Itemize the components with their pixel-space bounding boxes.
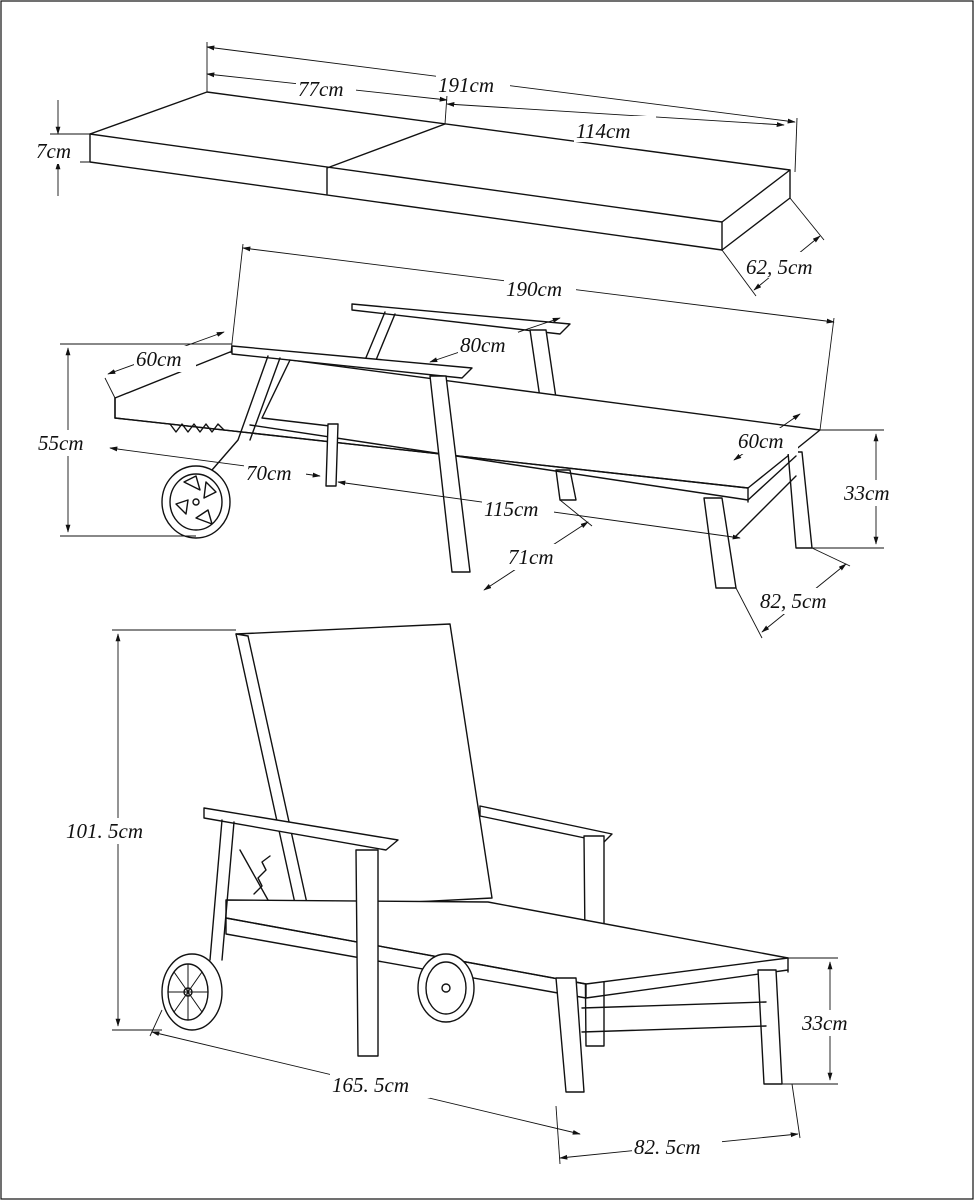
dim-label-flat-overall-width: 82, 5cm [760, 589, 827, 613]
wheel-icon [161, 465, 231, 539]
dimension-labels: 191cm 77cm 114cm 7cm 62, 5cm 190cm 80cm … [34, 70, 904, 1160]
dim-label-cushion-thickness: 7cm [36, 139, 71, 163]
dim-label-cushion-length: 191cm [438, 73, 494, 97]
lounger-reclined-drawing [161, 623, 789, 1093]
dim-label-reclined-seat-height: 33cm [801, 1011, 848, 1035]
cushion-drawing [89, 91, 791, 251]
dim-label-flat-seat: 115cm [484, 497, 538, 521]
dim-label-flat-seat-height: 33cm [843, 481, 890, 505]
dim-label-cushion-body: 114cm [576, 119, 630, 143]
dim-label-flat-backrest: 70cm [246, 461, 292, 485]
dim-label-flat-height: 55cm [38, 431, 84, 455]
dim-label-flat-foot-width: 60cm [738, 429, 784, 453]
dim-label-reclined-backrest: 101. 5cm [66, 819, 143, 843]
dim-label-flat-head-width: 60cm [136, 347, 182, 371]
dim-label-reclined-length: 165. 5cm [332, 1073, 409, 1097]
dim-label-cushion-head: 77cm [298, 77, 344, 101]
wheel-icon [161, 953, 223, 1031]
dim-label-reclined-width: 82. 5cm [634, 1135, 701, 1159]
wheel-icon [417, 953, 475, 1023]
dim-label-flat-inner-width: 71cm [508, 545, 554, 569]
dim-label-flat-armrest: 80cm [460, 333, 506, 357]
dim-label-cushion-width: 62, 5cm [746, 255, 813, 279]
dim-label-flat-length: 190cm [506, 277, 562, 301]
